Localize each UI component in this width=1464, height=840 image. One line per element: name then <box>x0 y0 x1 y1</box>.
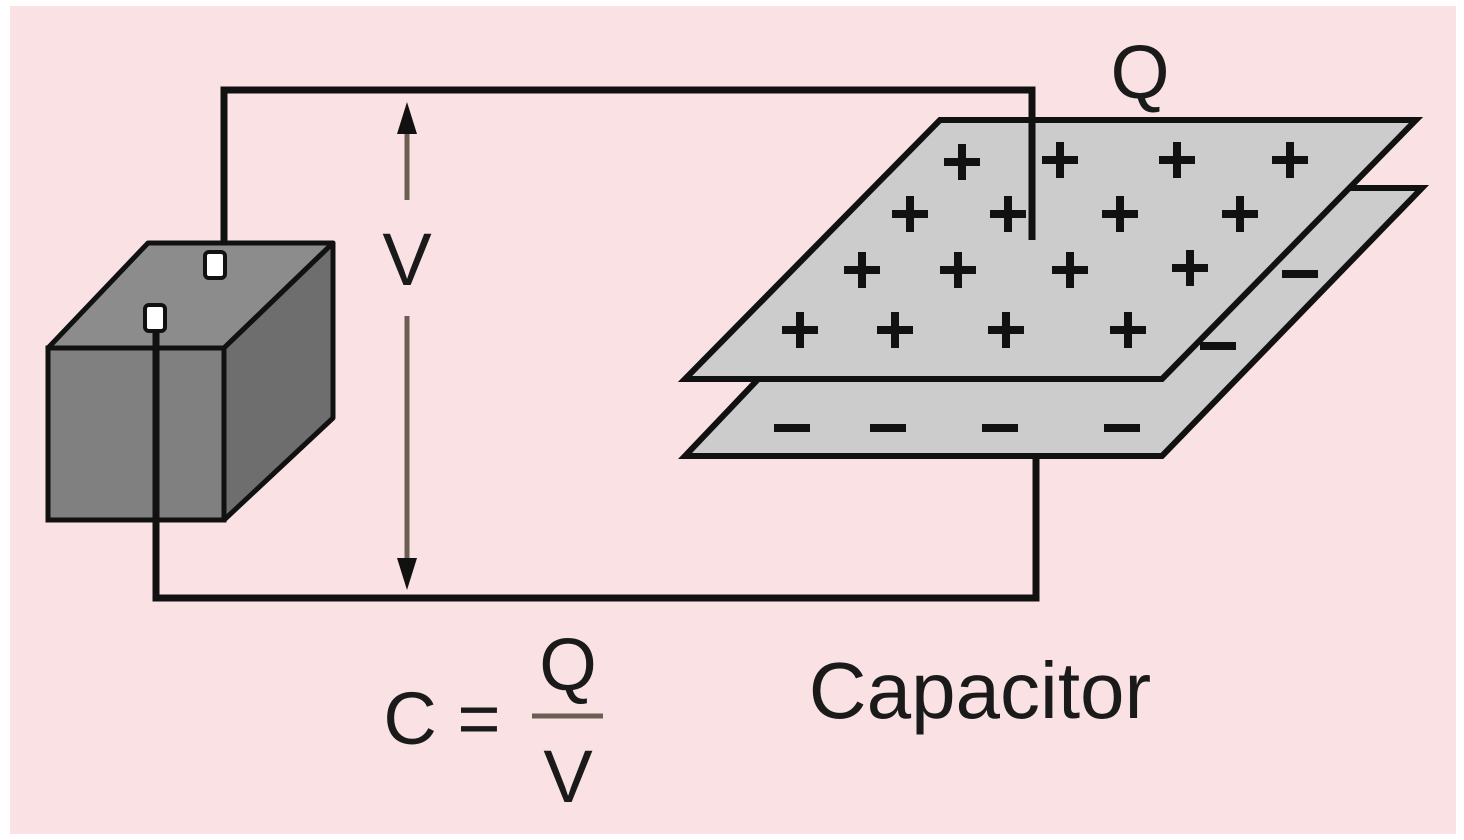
battery-terminal-negative <box>143 303 167 333</box>
plus-charge-icon <box>1159 142 1195 178</box>
voltage-arrow-down-head <box>397 558 417 590</box>
capacitance-formula: C = Q V <box>383 623 603 818</box>
battery-icon <box>45 240 336 598</box>
capacitor-title: Capacitor <box>809 646 1151 735</box>
bottom-plate-charges <box>774 270 1318 432</box>
battery-terminal-positive <box>203 250 227 280</box>
plus-charge-icon <box>1222 196 1258 232</box>
voltage-label: V <box>382 218 432 301</box>
plus-charge-icon <box>892 196 928 232</box>
plus-charge-icon <box>1052 252 1088 288</box>
plus-charge-icon <box>1102 196 1138 232</box>
capacitor-icon <box>677 90 1430 459</box>
plus-charge-icon <box>944 144 980 180</box>
charge-label: Q <box>1110 30 1169 115</box>
plus-charge-icon <box>988 312 1024 348</box>
plus-charge-icon <box>1172 250 1208 286</box>
battery-front-face <box>45 345 227 523</box>
plus-charge-icon <box>940 252 976 288</box>
formula-lhs: C = <box>383 677 500 760</box>
voltage-arrow-up-head <box>397 102 417 134</box>
plus-charge-icon <box>782 312 818 348</box>
plus-charge-icon <box>844 252 880 288</box>
plus-charge-icon <box>990 196 1026 232</box>
plus-charge-icon <box>1042 142 1078 178</box>
top-plate-charges <box>782 142 1308 348</box>
plus-charge-icon <box>1110 312 1146 348</box>
plus-charge-icon <box>1272 142 1308 178</box>
top-plate <box>677 117 1424 382</box>
formula-numerator: Q <box>539 623 597 706</box>
plus-charge-icon <box>877 312 913 348</box>
formula-denominator: V <box>543 735 593 818</box>
voltage-arrow <box>397 102 417 590</box>
